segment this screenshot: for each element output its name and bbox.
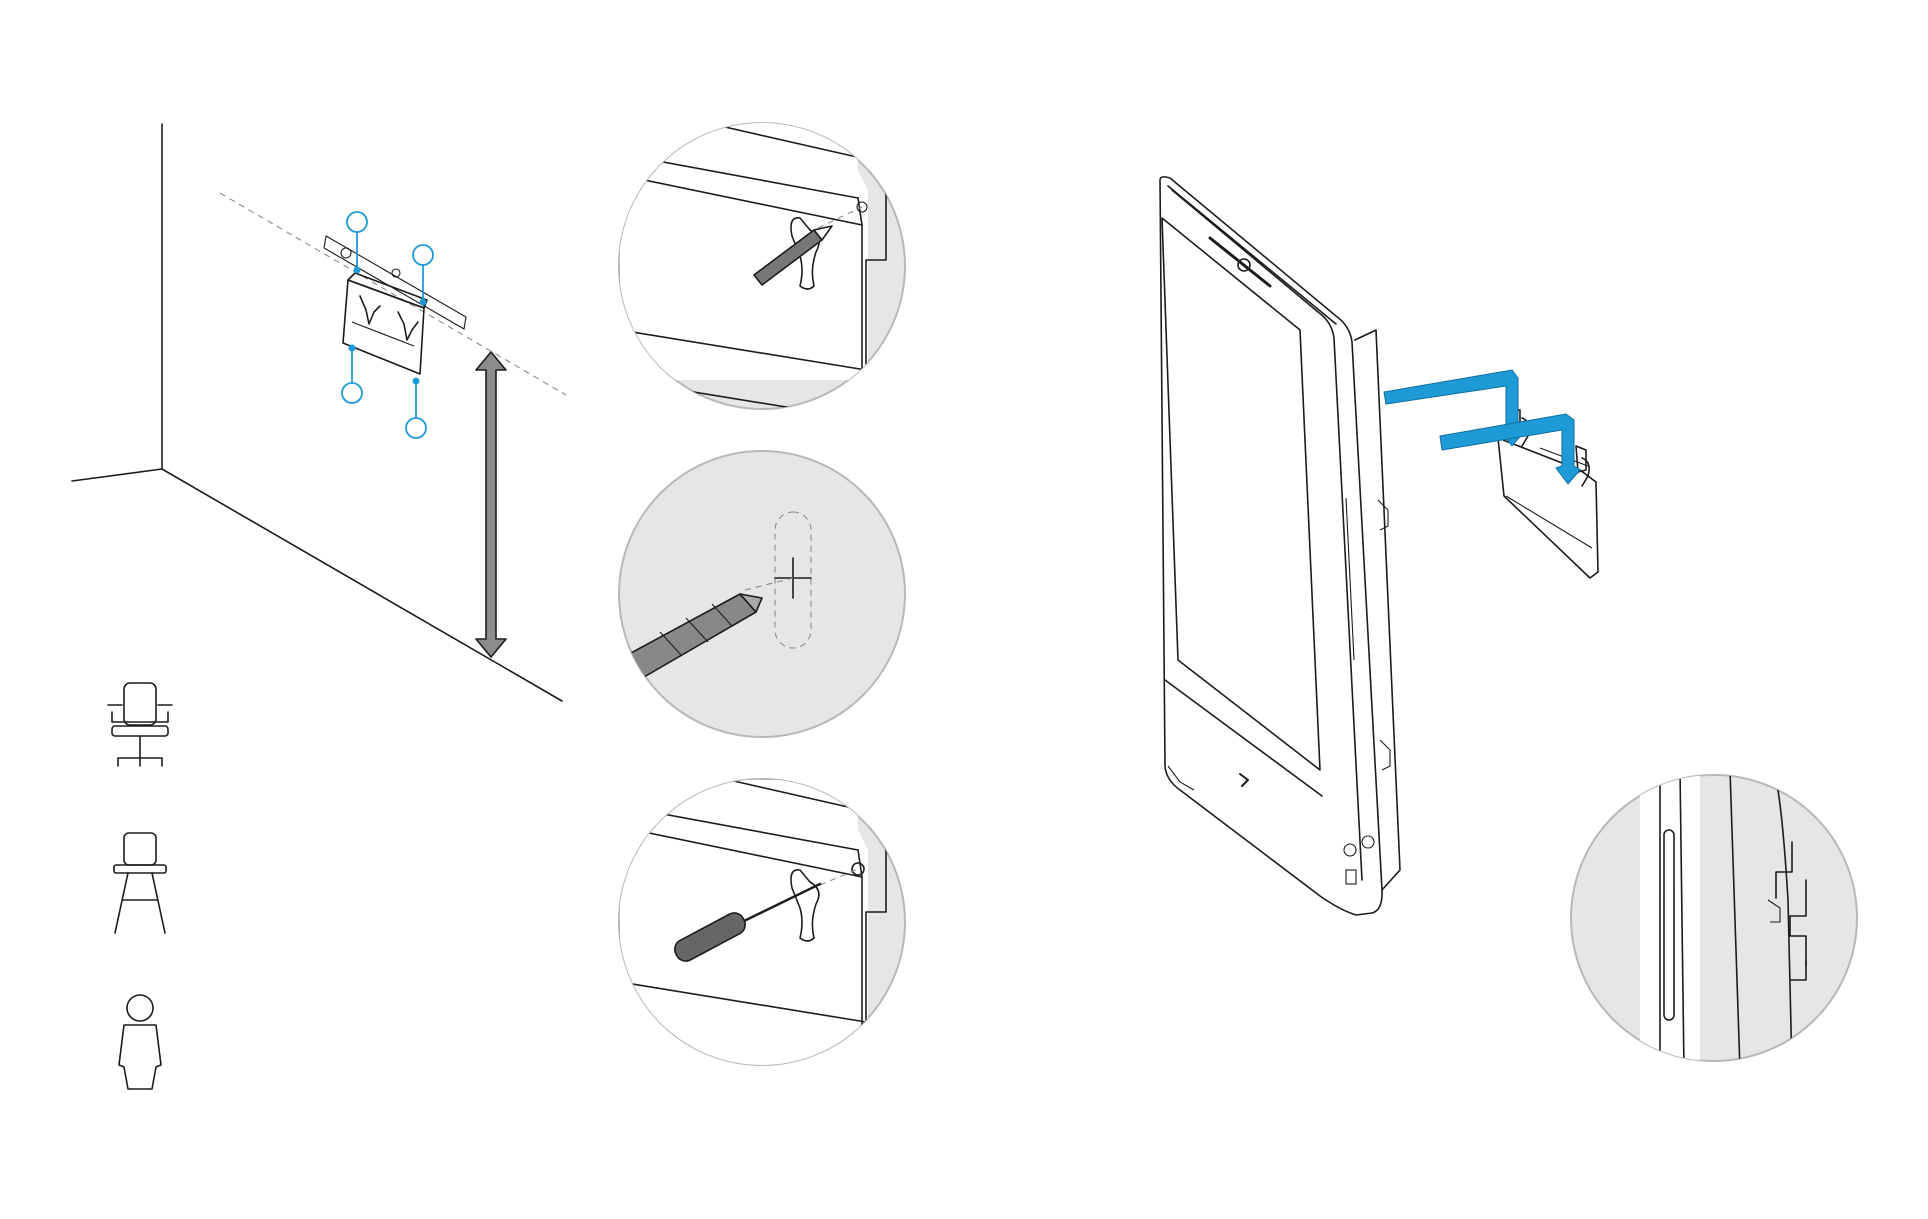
wall-bracket [343, 273, 427, 374]
hook-direction-arrows [1384, 370, 1580, 484]
step-mark-holes [619, 120, 905, 420]
step-screw-bracket [619, 779, 905, 1070]
wall-layout-panel [72, 124, 566, 1089]
bar-stool-icon [114, 833, 166, 933]
callout-bottom-right [406, 378, 426, 439]
screw-position-callouts [342, 212, 433, 438]
mounting-height-arrow [476, 352, 506, 657]
office-chair-icon [108, 683, 172, 766]
callout-top-left [347, 212, 367, 274]
standing-person-icon [119, 995, 161, 1089]
step-drill-holes [618, 451, 905, 737]
hook-engagement-detail [1571, 770, 1857, 1070]
callout-bottom-left [342, 345, 362, 404]
video-device [1160, 177, 1400, 915]
level-guide-line [220, 193, 566, 395]
